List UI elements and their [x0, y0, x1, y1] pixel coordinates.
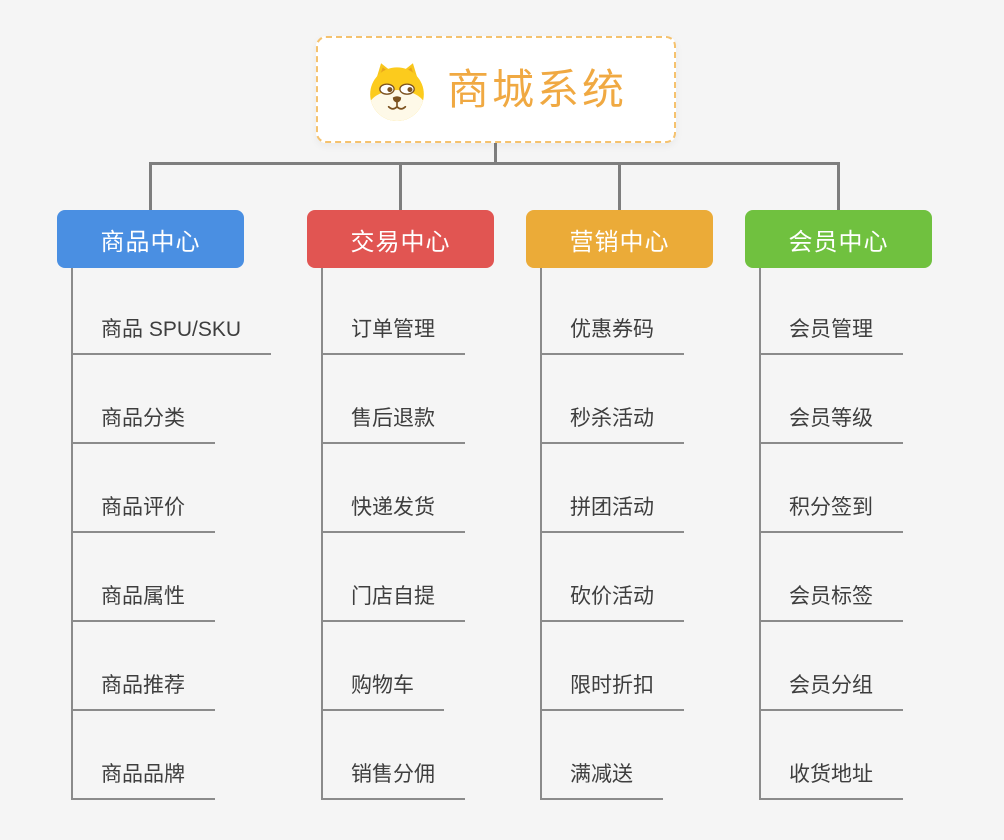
leaf-item[interactable]: 售后退款	[321, 406, 465, 444]
branch-header-member-center[interactable]: 会员中心	[745, 210, 932, 268]
leaf-item[interactable]: 商品评价	[71, 495, 215, 533]
branch-trunk-connector	[321, 268, 323, 800]
branch-header-marketing-center[interactable]: 营销中心	[526, 210, 713, 268]
branch-bus-connector	[149, 162, 840, 165]
branch-trunk-connector	[71, 268, 73, 800]
leaf-item[interactable]: 满减送	[540, 762, 663, 800]
branch-trunk-connector	[759, 268, 761, 800]
branch-drop-connector	[837, 162, 840, 210]
leaf-item[interactable]: 商品推荐	[71, 673, 215, 711]
leaf-item[interactable]: 积分签到	[759, 495, 903, 533]
leaf-item[interactable]: 会员标签	[759, 584, 903, 622]
leaf-item[interactable]: 拼团活动	[540, 495, 684, 533]
root-node[interactable]: 商城系统	[316, 36, 676, 143]
leaf-item[interactable]: 收货地址	[759, 762, 903, 800]
leaf-item[interactable]: 限时折扣	[540, 673, 684, 711]
leaf-item[interactable]: 商品属性	[71, 584, 215, 622]
branch-header-product-center[interactable]: 商品中心	[57, 210, 244, 268]
branch-header-trade-center[interactable]: 交易中心	[307, 210, 494, 268]
leaf-item[interactable]: 会员等级	[759, 406, 903, 444]
leaf-item[interactable]: 门店自提	[321, 584, 465, 622]
root-title: 商城系统	[446, 65, 627, 113]
leaf-item[interactable]: 秒杀活动	[540, 406, 684, 444]
leaf-item[interactable]: 商品品牌	[71, 762, 215, 800]
branch-drop-connector	[399, 162, 402, 210]
leaf-item[interactable]: 会员管理	[759, 317, 903, 355]
leaf-item[interactable]: 订单管理	[321, 317, 465, 355]
leaf-item[interactable]: 优惠券码	[540, 317, 684, 355]
leaf-item[interactable]: 商品分类	[71, 406, 215, 444]
leaf-item[interactable]: 商品 SPU/SKU	[71, 317, 272, 355]
leaf-item[interactable]: 砍价活动	[540, 584, 684, 622]
branch-drop-connector	[618, 162, 621, 210]
leaf-item[interactable]: 快递发货	[321, 495, 465, 533]
branch-trunk-connector	[540, 268, 542, 800]
leaf-item[interactable]: 购物车	[321, 673, 444, 711]
root-stem-connector	[494, 141, 497, 165]
branch-drop-connector	[149, 162, 152, 210]
leaf-item[interactable]: 销售分佣	[321, 762, 465, 800]
dog-face-icon	[370, 62, 424, 121]
leaf-item[interactable]: 会员分组	[759, 673, 903, 711]
